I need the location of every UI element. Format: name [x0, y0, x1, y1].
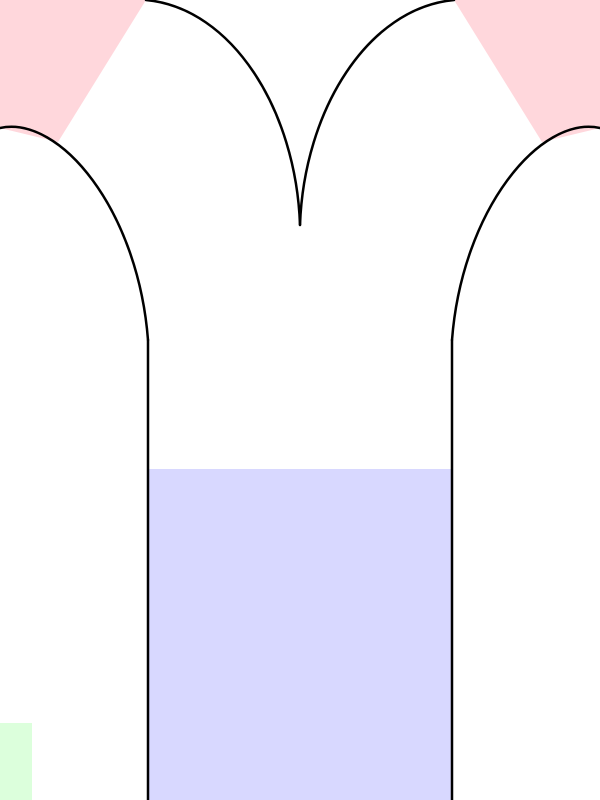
- blue-fill-region: [148, 469, 452, 800]
- pink-wedge-left: [0, 0, 146, 142]
- central-cusp-left-curve: [144, 0, 302, 227]
- right-outer-arch-curve: [450, 125, 600, 342]
- green-corner-region: [0, 723, 32, 800]
- central-cusp-right-curve: [298, 0, 456, 227]
- pink-wedge-right: [454, 0, 600, 142]
- left-outer-arch-curve: [0, 125, 150, 342]
